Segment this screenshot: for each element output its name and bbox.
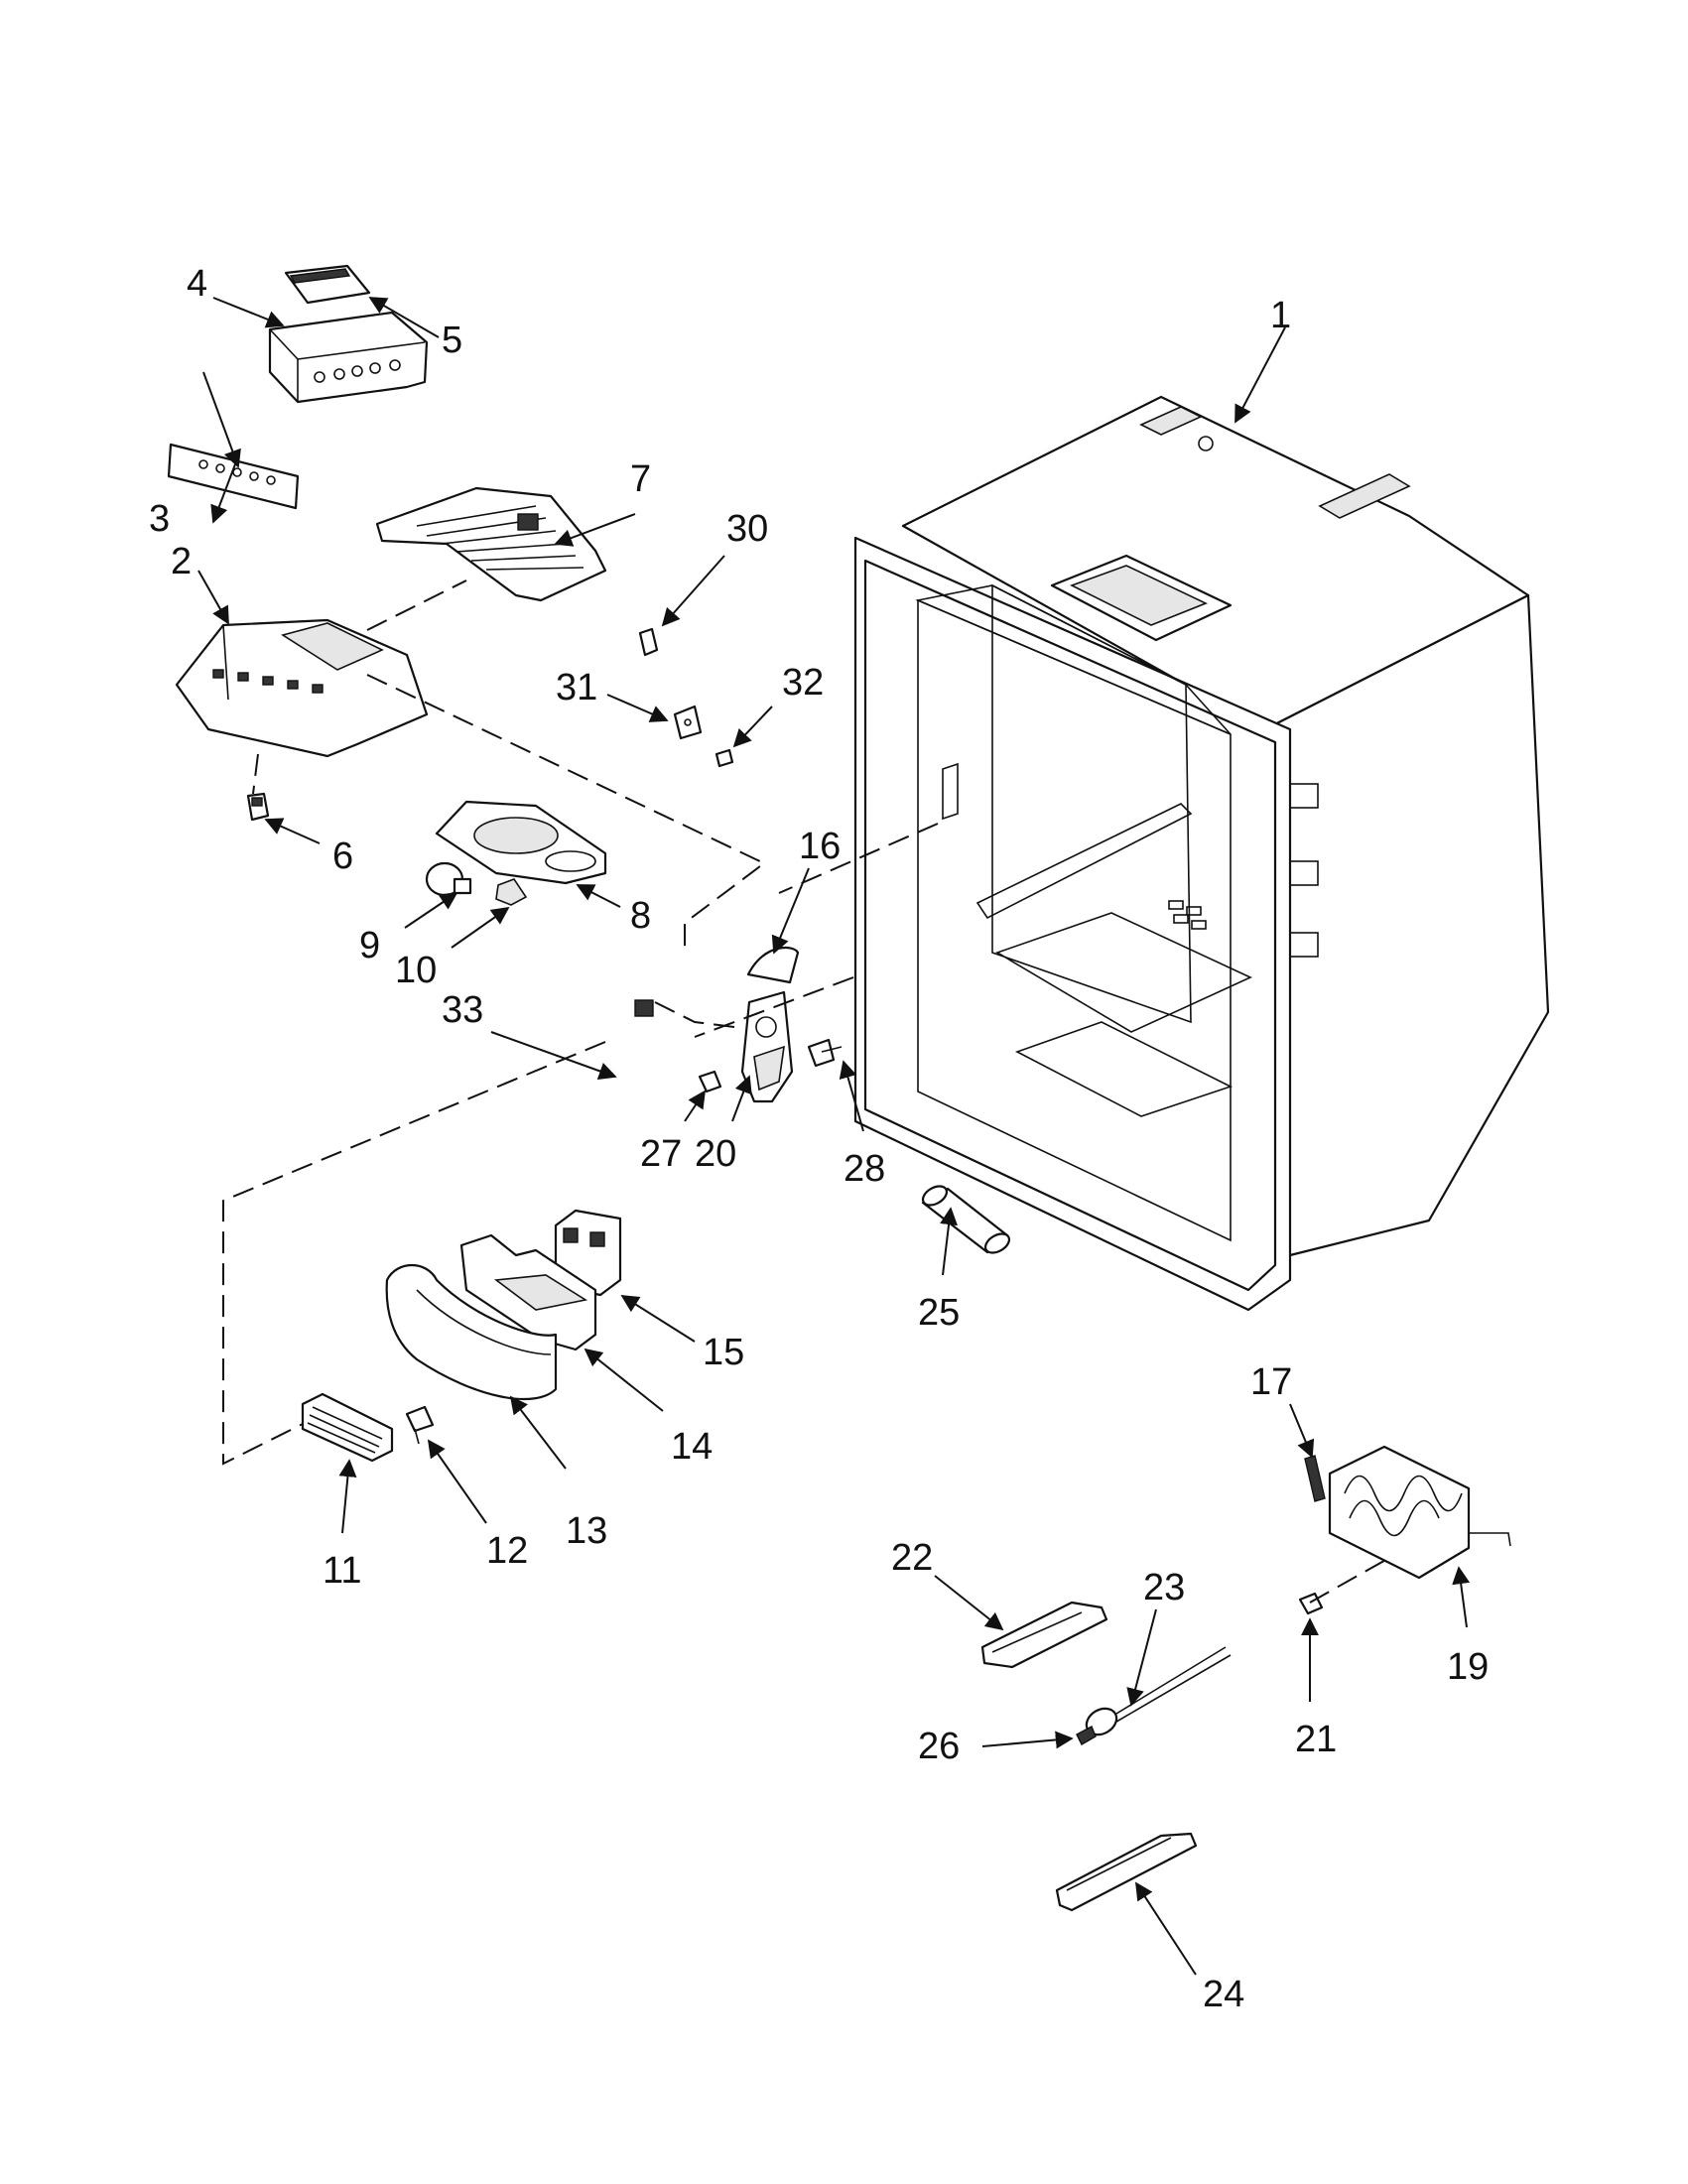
callout-1: 1 xyxy=(1270,295,1291,336)
part-14-dispenser-housing xyxy=(459,1233,597,1351)
part-5-control-cover xyxy=(284,264,371,305)
callout-33: 33 xyxy=(442,989,483,1031)
callout-7: 7 xyxy=(630,458,651,500)
part-31-bracket xyxy=(673,705,703,740)
callout-5: 5 xyxy=(442,320,462,361)
part-28-screw xyxy=(807,1038,843,1068)
part-13-dispenser-cover xyxy=(385,1264,558,1401)
part-27-clip xyxy=(698,1070,722,1093)
part-16-cover xyxy=(746,946,800,984)
part-4-control-housing xyxy=(268,311,429,404)
part-32-clip xyxy=(714,748,734,768)
callout-22: 22 xyxy=(891,1537,933,1579)
callout-26: 26 xyxy=(918,1726,960,1767)
part-9-light-bulb xyxy=(425,861,472,897)
part-26-thermistor xyxy=(1076,1707,1118,1745)
callout-21: 21 xyxy=(1295,1719,1337,1760)
callout-12: 12 xyxy=(486,1530,528,1572)
assembly-lines xyxy=(222,579,1390,1604)
callout-30: 30 xyxy=(726,508,768,550)
part-30-clip xyxy=(638,627,659,657)
callout-32: 32 xyxy=(782,662,824,704)
callout-27: 27 xyxy=(640,1133,682,1175)
part-19-heater-assembly xyxy=(1328,1445,1511,1580)
part-8-light-housing xyxy=(435,800,607,885)
part-10-lamp-socket xyxy=(495,878,528,906)
leader-lines xyxy=(197,297,1471,1976)
part-25-cylinder xyxy=(921,1185,1011,1254)
callout-14: 14 xyxy=(671,1426,713,1468)
part-33-tube xyxy=(618,964,654,1181)
part-23-wire-harness xyxy=(1110,1646,1232,1726)
callout-19: 19 xyxy=(1447,1646,1489,1688)
part-7-air-duct-cover xyxy=(375,486,607,602)
part-11-drip-tray xyxy=(301,1392,394,1463)
callout-31: 31 xyxy=(556,667,597,708)
callout-25: 25 xyxy=(918,1292,960,1334)
callout-23: 23 xyxy=(1143,1567,1185,1608)
callout-4: 4 xyxy=(187,263,207,305)
callout-labels: 1 2 3 4 5 6 7 8 9 10 11 12 13 14 15 16 1… xyxy=(149,263,1489,2015)
part-3-control-overlay xyxy=(167,443,300,510)
part-1-liner xyxy=(853,395,1550,1312)
callout-10: 10 xyxy=(395,950,437,991)
part-24-rail xyxy=(1055,1832,1198,1912)
callout-6: 6 xyxy=(332,835,353,877)
callout-16: 16 xyxy=(799,826,841,867)
callout-28: 28 xyxy=(844,1148,885,1190)
callout-13: 13 xyxy=(566,1510,607,1552)
part-17-probe xyxy=(1304,1455,1326,1502)
part-22-bracket xyxy=(980,1601,1108,1669)
callout-17: 17 xyxy=(1250,1361,1292,1403)
part-2-control-panel xyxy=(175,618,429,758)
part-20-damper-housing xyxy=(740,990,794,1103)
callout-20: 20 xyxy=(695,1133,736,1175)
callout-3: 3 xyxy=(149,498,170,540)
callout-9: 9 xyxy=(359,925,380,966)
callout-2: 2 xyxy=(171,541,192,582)
callout-8: 8 xyxy=(630,895,651,937)
callout-24: 24 xyxy=(1203,1974,1244,2015)
part-6-switch xyxy=(246,792,270,822)
part-12-screw xyxy=(405,1405,435,1445)
callout-11: 11 xyxy=(323,1550,361,1592)
callout-15: 15 xyxy=(703,1332,744,1373)
